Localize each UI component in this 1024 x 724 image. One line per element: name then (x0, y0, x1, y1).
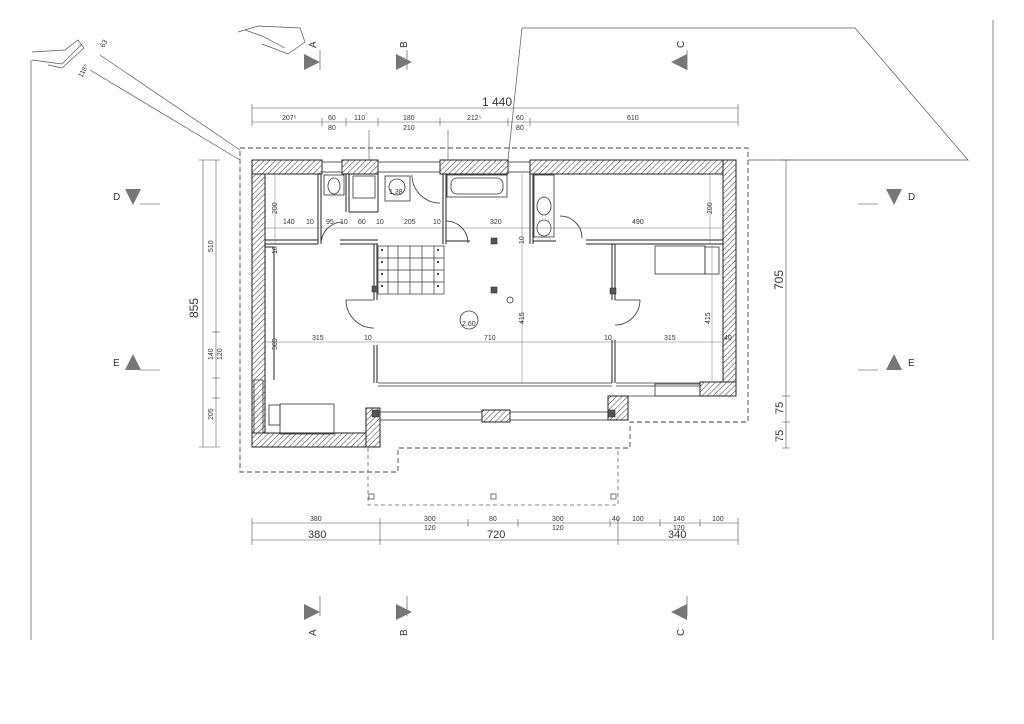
inner-height-2: 200 (707, 202, 714, 214)
top-dim-6: 60 (516, 115, 524, 122)
svg-text:D: D (908, 192, 915, 203)
room-height-bathroom: 1.38 (389, 189, 403, 196)
right-total-dim: 705 (772, 270, 786, 290)
corner-dim-2: 63 (100, 39, 110, 49)
bottom-dim-3: 80 (489, 516, 497, 523)
section-marker-bottom-a: A (304, 604, 320, 636)
inner-dim-8: 10 (433, 219, 441, 226)
inner-height-3: 10 (272, 246, 279, 254)
middle-dim-2: 315 (312, 335, 324, 342)
section-marker-bottom-c: C (671, 604, 687, 636)
inner-height-1: 200 (272, 202, 279, 214)
section-marker-bottom-b: B (396, 604, 412, 636)
top-dim-5: 212⁵ (467, 115, 482, 122)
inner-dim-5: 60 (358, 219, 366, 226)
section-marker-left-e: E (113, 354, 141, 370)
svg-text:A: A (308, 629, 319, 636)
section-marker-top-c: C (671, 41, 687, 70)
bottom-dim-5: 40 (612, 516, 620, 523)
bottom-total-2: 720 (487, 529, 505, 541)
bottom-dim-2: 300 (424, 516, 436, 523)
section-marker-right-e: E (886, 354, 915, 370)
bottom-dim-sub-1: 120 (424, 525, 436, 532)
top-dim-7: 610 (627, 115, 639, 122)
corner-dim-1: 118⁵ (78, 63, 91, 79)
site-lines (31, 25, 969, 161)
stair-markers (381, 249, 439, 287)
right-dim-1: 75 (774, 402, 786, 414)
svg-text:C: C (676, 629, 687, 636)
right-dim-2: 75 (774, 430, 786, 442)
top-dim-3: 110 (354, 115, 365, 122)
doors (320, 174, 641, 329)
windows (253, 161, 701, 434)
svg-text:D: D (113, 192, 120, 203)
bottom-dim-6: 100 (632, 516, 644, 523)
bottom-dim-4: 300 (552, 516, 564, 523)
bottom-dim-lines (251, 518, 739, 545)
terrace-posts (368, 493, 617, 500)
inner-dim-7: 205 (404, 219, 416, 226)
inner-dim-4: 10 (340, 219, 348, 226)
top-dim-sub-1: 80 (328, 125, 336, 132)
room-height-living: 2.60 (462, 321, 476, 328)
left-dim-4: 205 (208, 408, 215, 420)
svg-text:C: C (676, 41, 687, 48)
bottom-dim-sub-2: 120 (552, 525, 564, 532)
section-marker-top-a: A (304, 41, 320, 70)
section-marker-top-b: B (396, 41, 412, 70)
left-total-dim: 855 (187, 298, 201, 318)
top-dim-4: 180 (403, 115, 415, 122)
svg-text:B: B (399, 629, 410, 636)
middle-dim-3: 10 (364, 335, 372, 342)
exterior-walls (251, 159, 737, 448)
bottom-dim-1: 380 (310, 516, 322, 523)
top-total-dim: 1 440 (482, 95, 512, 109)
bottom-dim-7: 140 (673, 516, 685, 523)
middle-dim-5: 10 (604, 335, 612, 342)
inner-dim-1: 140 (283, 219, 295, 226)
svg-text:E: E (908, 358, 915, 369)
left-dim-3: 120 (217, 348, 224, 360)
interior-walls (265, 174, 723, 383)
fixtures (268, 174, 720, 435)
svg-text:A: A (308, 41, 319, 48)
inner-dim-9: 320 (490, 219, 502, 226)
top-dim-1: 207⁵ (282, 115, 297, 122)
left-dim-1: 510 (208, 240, 215, 252)
terrace-outline (367, 448, 619, 506)
bottom-total-1: 380 (308, 529, 326, 541)
section-cut-lines (140, 50, 878, 616)
inner-dim-2: 10 (306, 219, 314, 226)
middle-dim-1: 565 (272, 338, 279, 350)
interior-dim-lines (265, 174, 723, 383)
inner-dim-3: 95 (326, 219, 334, 226)
inner-dim-10: 490 (632, 219, 644, 226)
left-dim-2: 140 (208, 348, 215, 360)
vertical-dim-2: 415 (705, 312, 712, 324)
svg-text:B: B (399, 41, 410, 48)
staircase (377, 245, 445, 295)
bottom-dim-sub-3: 120 (673, 525, 685, 532)
columns (371, 237, 617, 418)
inner-dim-6: 10 (376, 219, 384, 226)
top-dim-sub-3: 80 (516, 125, 524, 132)
middle-dim-4: 710 (484, 335, 496, 342)
bottom-total-3: 340 (668, 529, 686, 541)
left-dim-lines (199, 159, 220, 448)
middle-dim-6: 315 (664, 335, 676, 342)
top-dim-lines (251, 104, 739, 160)
vertical-dim-1: 415 (519, 312, 526, 324)
middle-dim-7: 40 (724, 335, 732, 342)
right-dim-lines (782, 159, 790, 449)
svg-text:E: E (113, 358, 120, 369)
top-dim-2: 60 (328, 115, 336, 122)
section-marker-left-d: D (113, 189, 141, 205)
top-dim-sub-2: 210 (403, 125, 415, 132)
inner-height-4: 10 (519, 236, 526, 244)
bottom-dim-8: 100 (712, 516, 724, 523)
section-marker-right-d: D (886, 189, 915, 205)
